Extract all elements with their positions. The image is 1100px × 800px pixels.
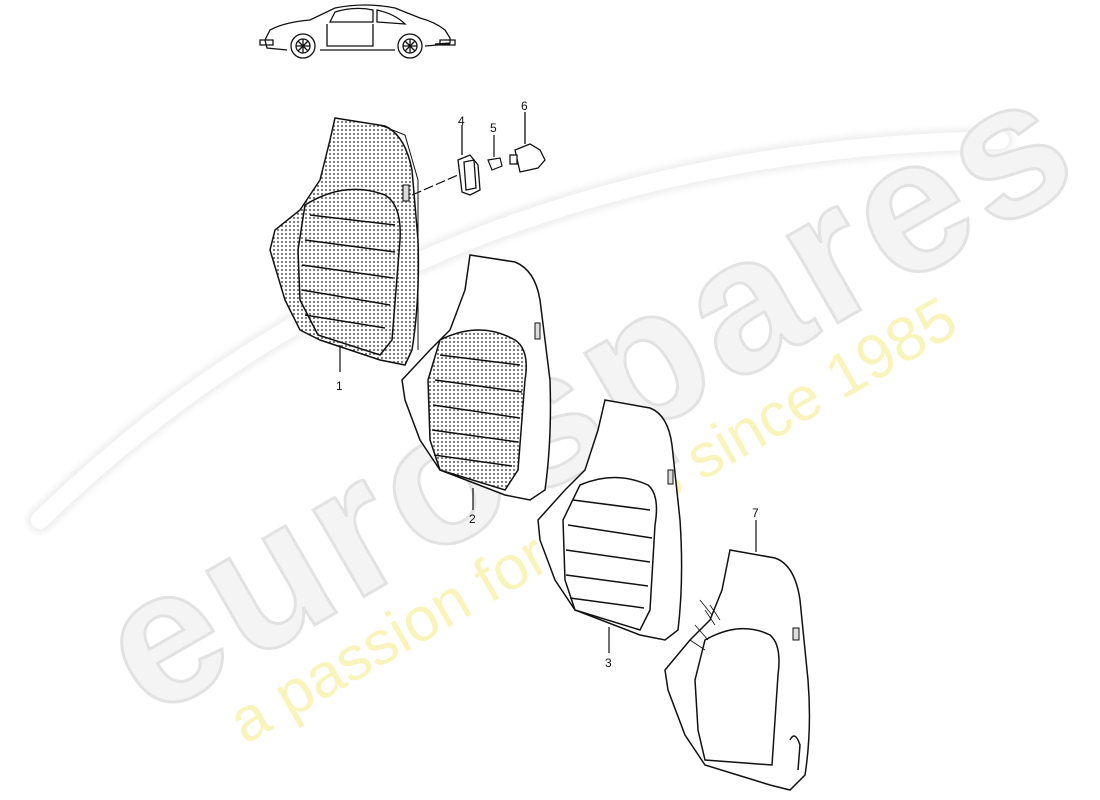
callout-4: 4 bbox=[458, 114, 465, 128]
part-3-backrest-cover[interactable] bbox=[537, 399, 683, 653]
vehicle-thumbnail bbox=[259, 4, 456, 59]
part-4-cap[interactable] bbox=[457, 125, 481, 196]
part-2-backrest-cover[interactable] bbox=[401, 254, 552, 510]
callout-2: 2 bbox=[469, 512, 476, 526]
callout-7: 7 bbox=[752, 506, 759, 520]
callout-5: 5 bbox=[490, 121, 497, 135]
part-1-backrest-cover[interactable] bbox=[269, 117, 459, 372]
part-7-backrest-padding[interactable] bbox=[664, 520, 811, 791]
part-5-clip[interactable] bbox=[487, 135, 503, 171]
part-6-knob[interactable] bbox=[509, 112, 546, 173]
callout-3: 3 bbox=[605, 656, 612, 670]
callout-6: 6 bbox=[521, 99, 528, 113]
callout-1: 1 bbox=[336, 379, 343, 393]
